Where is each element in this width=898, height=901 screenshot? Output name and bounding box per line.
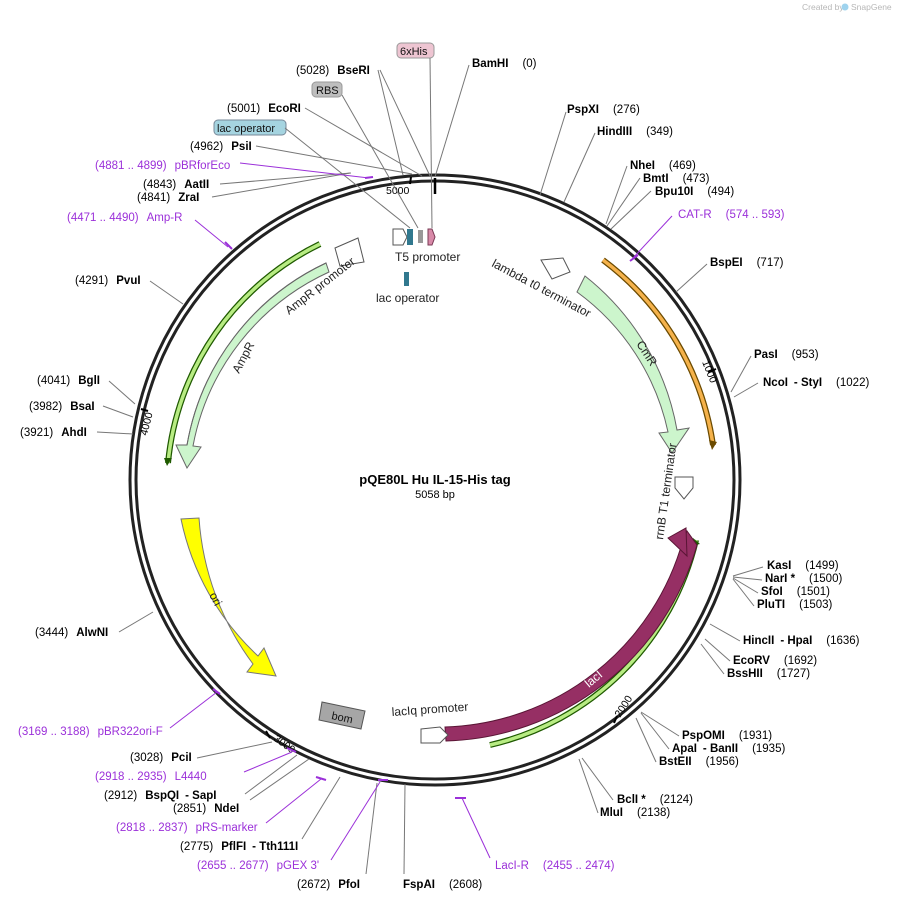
site-pluti[interactable]: PluTI(1503): [757, 599, 833, 611]
cmr-highlight-band: [601, 257, 716, 446]
tick-mark-3000: [265, 730, 271, 739]
ampr-promoter-arrow-icon: [334, 237, 365, 267]
primer-cat-r[interactable]: CAT-R(574 .. 593): [678, 209, 785, 221]
tick-mark-2000: [613, 715, 618, 724]
site-pfoi[interactable]: (2672)PfoI: [297, 879, 360, 891]
lac-operator-mark-1: [407, 229, 413, 245]
site-fspai[interactable]: FspAI(2608): [403, 879, 482, 891]
site-bamhi[interactable]: BamHI(0): [472, 58, 537, 70]
tick-label-3000: 3000: [271, 733, 297, 757]
plasmid-length: 5058 bp: [415, 489, 455, 501]
ampr-highlight-arrow-icon: [164, 458, 172, 466]
ori-label: ori: [206, 590, 225, 608]
t5-promoter-arrow-icon: [392, 228, 408, 246]
tick-label-4000: 4000: [138, 411, 155, 437]
primer-pbrforeco[interactable]: (4881 .. 4899)pBRforEco: [95, 160, 230, 172]
site-bmti[interactable]: BmtI(473): [643, 173, 710, 185]
primer-pbr322ori-f[interactable]: (3169 .. 3188)pBR322ori-F: [18, 726, 163, 738]
cmr-highlight-band-inner: [601, 258, 715, 446]
site-bspqi-sapi[interactable]: (2912)BspQI- SapI: [104, 790, 216, 802]
primer-labels: CAT-R(574 .. 593) LacI-R(2455 .. 2474) (…: [18, 160, 785, 872]
site-leader-lines: [96, 57, 764, 875]
site-bsshii[interactable]: BssHII(1727): [727, 668, 810, 680]
site-psii[interactable]: (4962)PsiI: [190, 141, 252, 153]
lac-operator-label: lac operator: [376, 291, 439, 305]
site-ncoi-styi[interactable]: NcoI- StyI(1022): [763, 377, 869, 389]
credit-brand: SnapGene: [851, 2, 892, 12]
rbs-box-label: RBS: [316, 85, 339, 97]
his-tag-box[interactable]: [396, 42, 435, 59]
site-nhei[interactable]: NheI(469): [630, 160, 696, 172]
site-pspomi[interactable]: PspOMI(1931): [682, 730, 772, 742]
ori-feature-arrow[interactable]: [180, 517, 277, 677]
plasmid-name: pQE80L Hu IL-15-His tag: [359, 472, 511, 487]
site-kasi[interactable]: KasI(1499): [767, 560, 839, 572]
laci-arrowhead-icon: [667, 527, 688, 558]
rrnb-t1-terminator-arrow-icon: [674, 476, 694, 500]
bom-label: bom: [330, 710, 353, 726]
site-pspxi[interactable]: PspXI(276): [567, 104, 640, 116]
site-zrai[interactable]: (4841)ZraI: [137, 192, 199, 204]
laciq-promoter-arrow-icon: [420, 726, 449, 744]
site-bgli[interactable]: (4041)BglI: [37, 375, 100, 387]
site-bsai[interactable]: (3982)BsaI: [29, 401, 95, 413]
site-ahdi[interactable]: (3921)AhdI: [20, 427, 87, 439]
tick-mark-5000: [409, 176, 412, 185]
primer-l4440[interactable]: (2918 .. 2935)L4440: [95, 771, 207, 783]
ampr-highlight-band-inner: [166, 242, 321, 464]
snapgene-logo-icon: [841, 3, 849, 11]
site-ecori[interactable]: (5001)EcoRI: [227, 103, 301, 115]
primer-leader-lines: [169, 162, 673, 861]
site-bcli[interactable]: BclI *(2124): [617, 794, 693, 806]
backbone-outer-strand: [128, 173, 742, 787]
primer-amp-r[interactable]: (4471 .. 4490)Amp-R: [67, 212, 182, 224]
lac-operator-box-label: lac operator: [217, 123, 275, 135]
site-ndei[interactable]: (2851)NdeI: [173, 803, 239, 815]
bom-feature[interactable]: [318, 701, 366, 730]
site-aatii[interactable]: (4843)AatII: [143, 179, 209, 191]
primer-laci-r[interactable]: LacI-R(2455 .. 2474): [495, 860, 615, 872]
cmr-highlight-arrow-icon: [709, 440, 717, 450]
lac-operator-box[interactable]: [213, 119, 287, 136]
tick-label-5000: 5000: [386, 185, 410, 197]
rbs-box[interactable]: [311, 81, 343, 98]
cmr-feature-arrow[interactable]: [576, 275, 691, 454]
site-nari[interactable]: NarI *(1500): [765, 573, 842, 585]
site-bspei[interactable]: BspEI(717): [710, 257, 784, 269]
rrnb-t1-label: rrnB T1 terminator: [652, 442, 679, 540]
site-sfoi[interactable]: SfoI(1501): [761, 586, 830, 598]
site-ecorv[interactable]: EcoRV(1692): [733, 655, 817, 667]
site-pvui[interactable]: (4291)PvuI: [75, 275, 141, 287]
his-tag-mark-icon: [427, 228, 436, 246]
primer-pgex-3[interactable]: (2655 .. 2677)pGEX 3': [197, 860, 319, 872]
site-pflfi-tth111i[interactable]: (2775)PflFI- Tth111I: [180, 841, 298, 853]
credit-prefix: Created by: [802, 2, 844, 12]
site-alwni[interactable]: (3444)AlwNI: [35, 627, 108, 639]
site-bseri[interactable]: (5028)BseRI: [296, 65, 370, 77]
tick-mark-1000: [707, 368, 717, 373]
site-mlui[interactable]: MluI(2138): [600, 807, 670, 819]
rbs-mark: [418, 230, 423, 243]
his-tag-box-label: 6xHis: [400, 46, 428, 58]
site-pcii[interactable]: (3028)PciI: [130, 752, 192, 764]
laciq-promoter-label: lacIq promoter: [391, 700, 468, 719]
primer-marks: [212, 176, 639, 799]
site-hincii-hpai[interactable]: HincII- HpaI(1636): [743, 635, 860, 647]
site-hindiii[interactable]: HindIII(349): [597, 126, 673, 138]
tick-mark-4000: [140, 408, 149, 412]
t5-promoter-label: T5 promoter: [395, 250, 460, 264]
lambda-t0-terminator-arrow-icon: [540, 257, 571, 280]
site-pasi[interactable]: PasI(953): [754, 349, 819, 361]
site-apai-banii[interactable]: ApaI- BanII(1935): [672, 743, 785, 755]
site-bsteii[interactable]: BstEII(1956): [659, 756, 739, 768]
lambda-t0-label: lambda t0 terminator: [490, 256, 594, 320]
site-bpu10i[interactable]: Bpu10I(494): [655, 186, 734, 198]
restriction-site-labels: BamHI(0) PspXI(276) HindIII(349) NheI(46…: [20, 58, 869, 891]
primer-prs-marker[interactable]: (2818 .. 2837)pRS-marker: [116, 822, 258, 834]
lac-operator-mark-2: [404, 272, 409, 286]
laci-feature-arrow[interactable]: [444, 529, 698, 742]
